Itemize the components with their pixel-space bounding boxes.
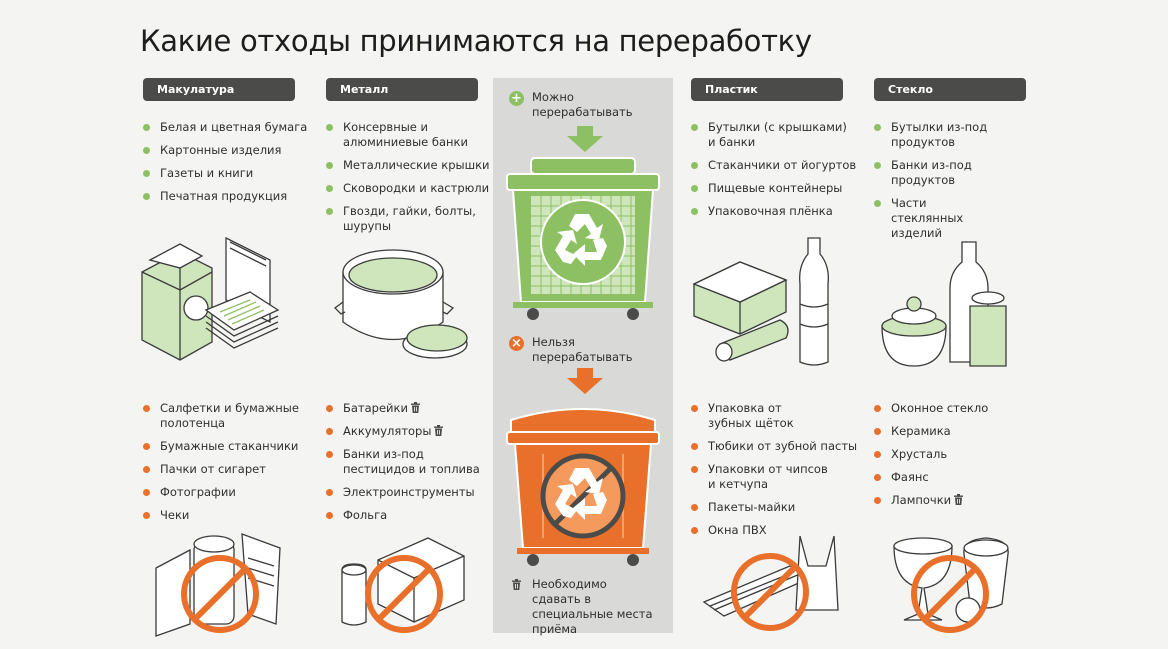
non-recyclable-list: Батарейки Аккумуляторы Банки из-под пест…: [326, 401, 501, 531]
metal-pot-illustration: [334, 249, 468, 359]
legend-not-recyclable: × Нельзя перерабатывать: [509, 335, 669, 365]
list-item: Батарейки: [326, 401, 501, 416]
list-item: Гвозди, гайки, болты, шурупы: [326, 204, 483, 234]
list-item: Белая и цветная бумага: [143, 120, 318, 135]
list-item: Сковородки и кастрюли: [326, 181, 501, 196]
list-item: Лампочки: [874, 493, 1049, 508]
batteries-illustration: [341, 537, 465, 633]
list-item: Упаковки от чипсов и кетчупа: [691, 462, 828, 492]
list-item: Части стеклянных изделий: [874, 196, 991, 241]
list-item: Чеки: [143, 508, 318, 523]
list-item: Фаянс: [874, 470, 1049, 485]
list-item: Фотографии: [143, 485, 318, 500]
list-item: Тюбики от зубной пасты: [691, 439, 866, 454]
non-recyclable-list: Упаковка от зубных щёток Тюбики от зубно…: [691, 401, 866, 546]
list-item: Окна ПВХ: [691, 523, 866, 538]
list-item: Пакеты-майки: [691, 500, 866, 515]
arrow-down-icon: [567, 126, 603, 152]
legend-panel: + Можно перерабатывать × Нельзя перераба…: [493, 78, 673, 636]
plus-icon: +: [509, 91, 524, 106]
list-item: Упаковочная плёнка: [691, 204, 866, 219]
list-item: Хрусталь: [874, 447, 1049, 462]
plastic-bags-illustration: [702, 535, 839, 631]
recyclable-list: Белая и цветная бумага Картонные изделия…: [143, 120, 318, 212]
list-item: Печатная продукция: [143, 189, 318, 204]
category-paper: Макулатура Белая и цветная бумага Картон…: [143, 78, 313, 522]
legend-recyclable: + Можно перерабатывать: [509, 90, 669, 120]
cross-icon: ×: [509, 336, 524, 351]
green-recycle-bin-icon: [506, 157, 660, 320]
non-recyclable-list: Оконное стекло Керамика Хрусталь Фаянс Л…: [874, 401, 1049, 516]
category-header: Пластик: [691, 78, 843, 101]
list-item: Фольга: [326, 508, 501, 523]
category-glass: Стекло Бутылки из-под продуктов Банки из…: [874, 78, 1044, 507]
list-item: Бутылки из-под продуктов: [874, 120, 991, 150]
legend-recyclable-label: Можно перерабатывать: [532, 90, 633, 119]
list-item-label: Лампочки: [891, 493, 952, 507]
category-header: Макулатура: [143, 78, 295, 101]
recyclable-list: Консервные и алюминиевые банки Металличе…: [326, 120, 501, 242]
list-item: Салфетки и бумажные полотенца: [143, 401, 300, 431]
list-item: Бумажные стаканчики: [143, 439, 318, 454]
paper-carton-illustration: [141, 236, 280, 361]
legend-special: Необходимо сдавать в специальные места п…: [509, 577, 669, 637]
list-item: Бутылки (с крышками) и банки: [691, 120, 848, 150]
list-item: Газеты и книги: [143, 166, 318, 181]
list-item: Банки из-под продуктов: [874, 158, 991, 188]
recyclable-list: Бутылки (с крышками) и банки Стаканчики …: [691, 120, 866, 227]
trash-bin-icon: [410, 402, 420, 413]
page-title: Какие отходы принимаются на переработку: [140, 24, 812, 58]
list-item: Оконное стекло: [874, 401, 1049, 416]
broken-glass-illustration: [893, 537, 1009, 633]
list-item: Керамика: [874, 424, 1049, 439]
trash-bin-icon: [954, 494, 964, 505]
category-plastic: Пластик Бутылки (с крышками) и банки Ста…: [691, 78, 861, 537]
list-item: Пачки от сигарет: [143, 462, 318, 477]
list-item: Аккумуляторы: [326, 424, 501, 439]
list-item: Консервные и алюминиевые банки: [326, 120, 473, 150]
list-item: Электроинструменты: [326, 485, 501, 500]
list-item: Металлические крышки: [326, 158, 501, 173]
paper-napkins-illustration: [155, 533, 281, 637]
trash-bin-icon: [512, 579, 521, 590]
glass-jar-illustration: [881, 241, 1007, 367]
list-item: Пищевые контейнеры: [691, 181, 866, 196]
legend-special-label: Необходимо сдавать в специальные места п…: [532, 577, 653, 636]
list-item: Упаковка от зубных щёток: [691, 401, 818, 431]
category-header: Металл: [326, 78, 478, 101]
list-item: Картонные изделия: [143, 143, 318, 158]
list-item-label: Батарейки: [343, 401, 408, 415]
list-item: Стаканчики от йогуртов: [691, 158, 866, 173]
orange-trash-bin-icon: [506, 408, 660, 566]
recyclable-list: Бутылки из-под продуктов Банки из-под пр…: [874, 120, 1049, 249]
trash-bin-icon: [434, 425, 444, 436]
arrow-down-icon: [567, 368, 603, 394]
legend-not-recyclable-label: Нельзя перерабатывать: [532, 335, 633, 364]
list-item: Банки из-под пестицидов и топлива: [326, 447, 488, 477]
non-recyclable-list: Салфетки и бумажные полотенца Бумажные с…: [143, 401, 318, 531]
plastic-bottle-illustration: [692, 237, 829, 366]
category-header: Стекло: [874, 78, 1026, 101]
list-item-label: Аккумуляторы: [343, 424, 432, 438]
category-metal: Металл Консервные и алюминиевые банки Ме…: [326, 78, 496, 522]
